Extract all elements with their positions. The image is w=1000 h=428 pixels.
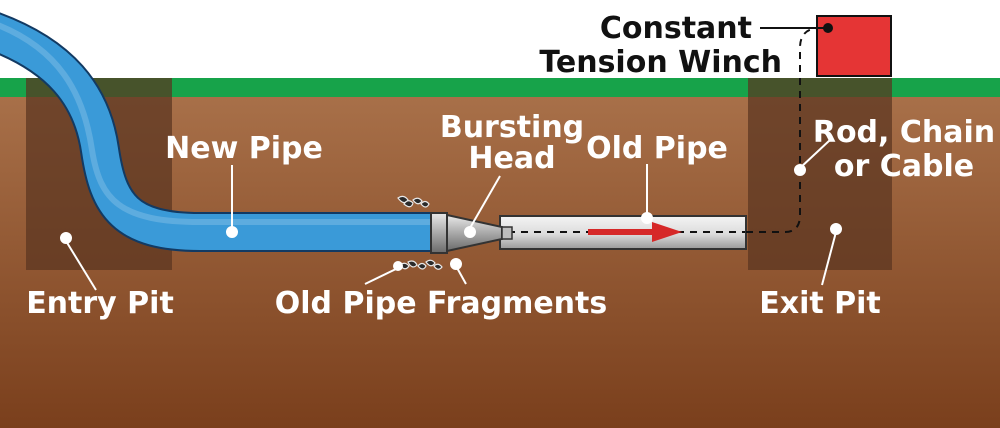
bursting-head-leader	[469, 175, 501, 229]
new-pipe	[0, 14, 440, 250]
rod-chain-label-line2: or Cable	[834, 149, 974, 184]
exit-pit-leader	[821, 231, 837, 286]
exit-pit-label: Exit Pit	[759, 286, 881, 321]
pull-cable	[746, 27, 821, 233]
entry-pit-dot	[60, 232, 72, 244]
winch-label-line2: Tension Winch	[539, 45, 782, 80]
new-pipe-highlight	[0, 22, 440, 225]
old-pipe-fragments-label: Old Pipe Fragments	[275, 286, 608, 321]
fragments-dot-right	[450, 258, 462, 270]
old-pipe-dot	[641, 212, 653, 224]
exit-pit-dot	[830, 223, 842, 235]
entry-pit-label: Entry Pit	[26, 286, 174, 321]
fragments-upper	[397, 195, 430, 208]
winch-label-line1: Constant	[600, 11, 752, 46]
new-pipe-dot	[226, 226, 238, 238]
bursting-head-collar	[430, 212, 448, 254]
rod-chain-label-line1: Rod, Chain	[813, 115, 995, 150]
bursting-head-label-line2: Head	[468, 141, 555, 176]
winch-anchor-dot	[823, 23, 833, 33]
bursting-head-label-line1: Bursting	[440, 110, 584, 145]
fragments-leader-left	[364, 267, 399, 285]
direction-arrow-head	[652, 222, 682, 242]
old-pipe-label: Old Pipe	[586, 131, 728, 166]
exit-pit	[748, 78, 892, 270]
rod-dot	[794, 164, 806, 176]
fragments-dot-left	[393, 261, 403, 271]
new-pipe-label: New Pipe	[165, 131, 323, 166]
rod-leader	[799, 139, 831, 169]
entry-pit-leader	[65, 240, 97, 291]
bursting-head-dot	[464, 226, 476, 238]
bursting-head-tip	[501, 226, 513, 240]
